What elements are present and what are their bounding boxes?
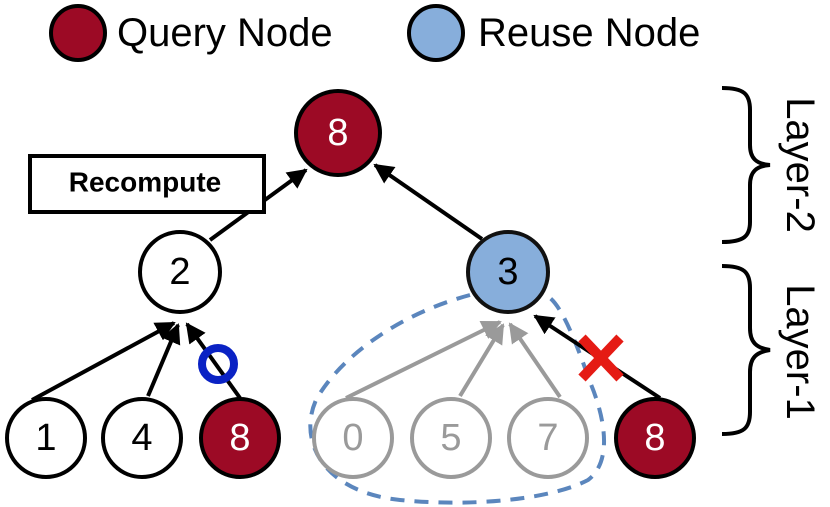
leaf-6-gray — [507, 397, 589, 479]
edge-7-to-3 — [508, 322, 562, 399]
leaf-5-label: 5 — [440, 417, 461, 459]
leaf-5-gray — [410, 397, 492, 479]
leaf-3-label: 8 — [229, 417, 250, 459]
legend-reuse-label: Reuse Node — [478, 11, 700, 55]
leaf-4-label: 0 — [342, 417, 363, 459]
leaf-6-label: 7 — [537, 417, 558, 459]
leaf-4-gray — [312, 397, 394, 479]
recompute-box — [28, 154, 266, 214]
leaf-7-label: 8 — [644, 417, 665, 459]
edge-5-to-3 — [458, 323, 505, 398]
leaf-2-label: 4 — [131, 417, 152, 459]
node-root-label: 8 — [327, 112, 348, 154]
cross-icon — [578, 334, 624, 382]
leaf-3-query — [199, 397, 281, 479]
circle-check-icon — [198, 344, 238, 384]
leaf-2 — [101, 397, 183, 479]
edge-4-to-2 — [146, 323, 181, 397]
layer2-label: Layer-2 — [778, 97, 822, 233]
leaf-7-query — [614, 397, 696, 479]
legend-query-label: Query Node — [117, 11, 333, 55]
edge-1-to-2 — [31, 321, 176, 402]
node-mid-right — [466, 230, 550, 314]
node-mid-left-label: 2 — [169, 251, 190, 293]
edge-8-to-2 — [185, 322, 242, 400]
recompute-label: Recompute — [69, 167, 221, 198]
leaf-1 — [5, 397, 87, 479]
edge-0-to-3 — [345, 320, 502, 400]
legend-query-swatch — [49, 4, 107, 62]
layer1-brace — [721, 264, 771, 436]
node-mid-right-label: 3 — [497, 251, 518, 293]
layer2-brace — [721, 86, 771, 244]
edge-3-to-root — [373, 163, 484, 241]
layer1-label: Layer-1 — [778, 284, 822, 420]
leaf-1-label: 1 — [35, 417, 56, 459]
node-root — [294, 89, 382, 177]
node-mid-left — [138, 230, 222, 314]
legend-reuse-swatch — [407, 4, 465, 62]
legend: Query Node Reuse Node — [49, 4, 700, 62]
